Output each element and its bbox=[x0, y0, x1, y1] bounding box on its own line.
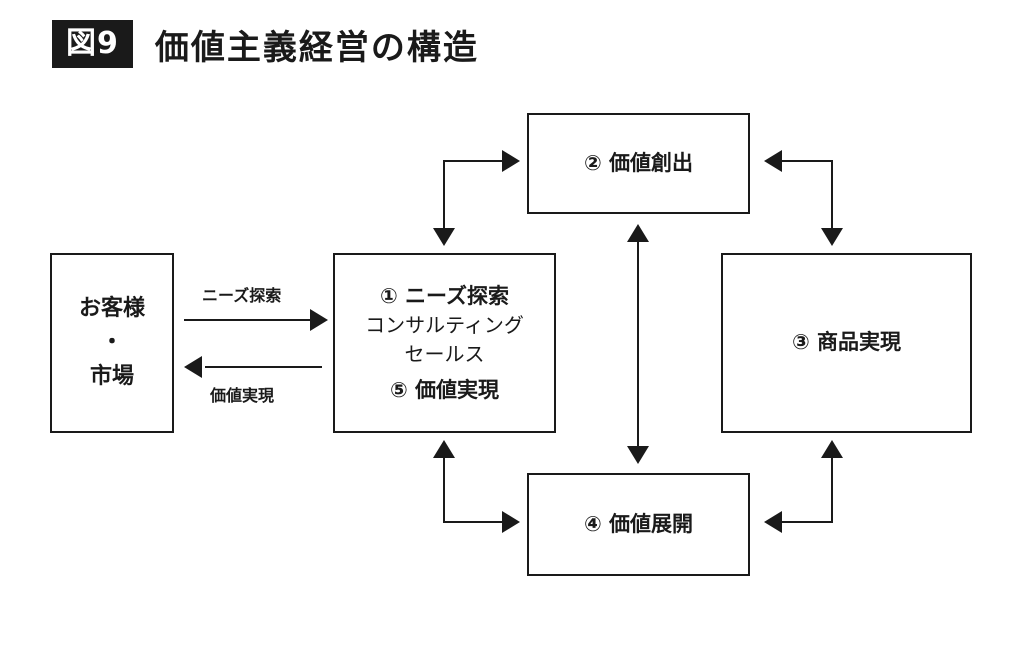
customer-market-box: お客様 ・ 市場 bbox=[50, 253, 174, 433]
arrowhead-down bbox=[433, 228, 455, 246]
connector-product-develop bbox=[778, 454, 833, 523]
arrowhead-up bbox=[821, 440, 843, 458]
arrowhead-right bbox=[502, 511, 520, 533]
customer-separator: ・ bbox=[100, 329, 123, 355]
needs-exploration-label: ① ニーズ探索 bbox=[379, 283, 510, 308]
arrowhead-up bbox=[627, 224, 649, 242]
product-realization-label: ③ 商品実現 bbox=[791, 330, 902, 355]
arrowhead-up bbox=[433, 440, 455, 458]
arrowhead-left bbox=[764, 150, 782, 172]
arrowhead-left bbox=[184, 356, 202, 378]
customer-label: お客様 bbox=[78, 295, 145, 321]
value-development-label: ④ 価値展開 bbox=[583, 511, 694, 536]
consulting-label: コンサルティング bbox=[365, 313, 524, 337]
needs-consulting-box: ① ニーズ探索 コンサルティング セールス ⑤ 価値実現 bbox=[333, 253, 556, 433]
arrowhead-left bbox=[764, 511, 782, 533]
arrowhead-down bbox=[627, 446, 649, 464]
arrowhead-right bbox=[310, 309, 328, 331]
value-development-box: ④ 価値展開 bbox=[527, 473, 750, 576]
market-label: 市場 bbox=[89, 364, 134, 390]
figure-title: 価値主義経営の構造 bbox=[154, 27, 479, 68]
arrowhead-right bbox=[502, 150, 520, 172]
connector-center-develop bbox=[443, 454, 506, 523]
value-realization-arrow-label: 価値実現 bbox=[210, 386, 275, 405]
value-realization-label: ⑤ 価値実現 bbox=[389, 378, 500, 402]
sales-label: セールス bbox=[404, 342, 485, 366]
product-realization-box: ③ 商品実現 bbox=[721, 253, 972, 433]
value-creation-label: ② 価値創出 bbox=[583, 150, 694, 175]
figure-number-badge: 図9 bbox=[52, 20, 133, 68]
value-creation-box: ② 価値創出 bbox=[527, 113, 750, 214]
arrowhead-down bbox=[821, 228, 843, 246]
connector-create-product bbox=[778, 160, 833, 232]
connector-center-create bbox=[443, 160, 506, 232]
needs-exploration-arrow-label: ニーズ探索 bbox=[202, 286, 282, 305]
figure-title-row: 図9 価値主義経営の構造 bbox=[52, 16, 479, 72]
